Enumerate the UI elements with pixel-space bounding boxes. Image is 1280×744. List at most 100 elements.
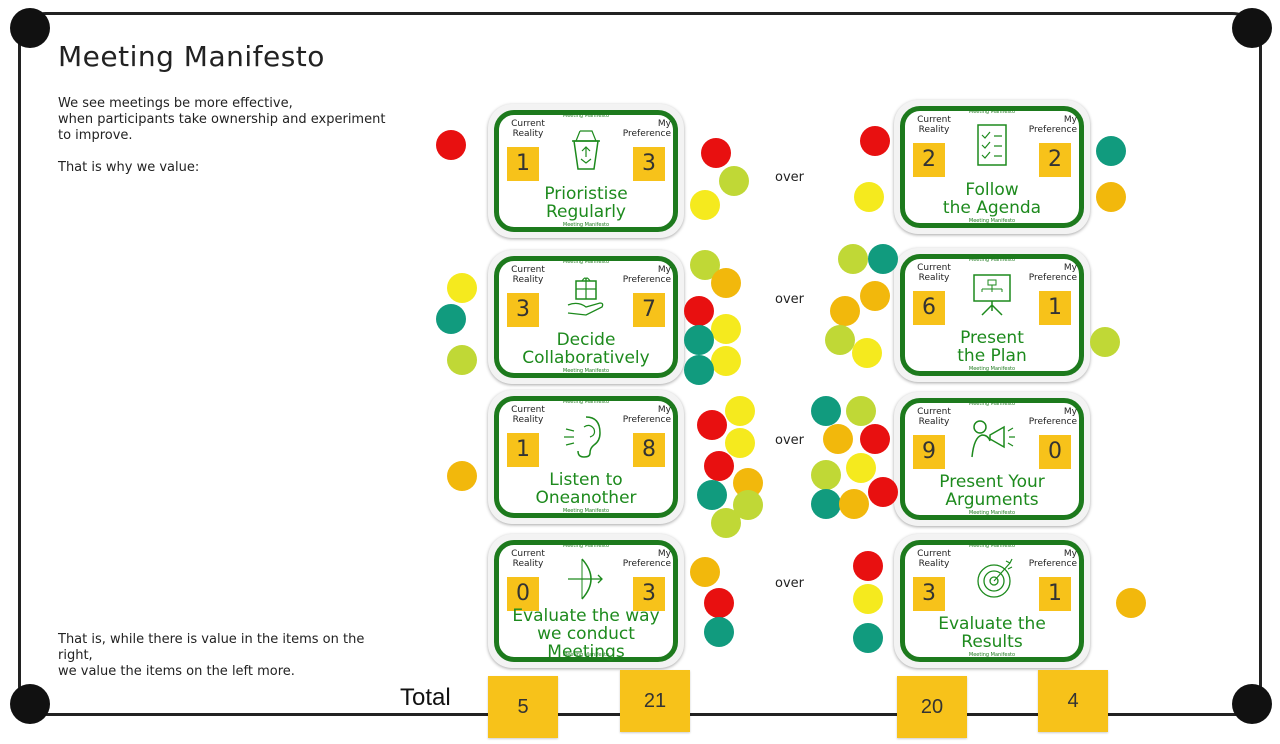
current-reality-score[interactable]: 3 (507, 293, 539, 327)
vote-dot-yellow[interactable] (711, 314, 741, 344)
vote-dot-red[interactable] (860, 424, 890, 454)
vote-dot-orange[interactable] (690, 557, 720, 587)
my-preference-score[interactable]: 8 (633, 433, 665, 467)
vote-dot-teal[interactable] (868, 244, 898, 274)
my-preference-score[interactable]: 2 (1039, 143, 1071, 177)
vote-dot-red[interactable] (697, 410, 727, 440)
my-preference-score[interactable]: 1 (1039, 291, 1071, 325)
current-reality-score[interactable]: 1 (507, 433, 539, 467)
corner-decoration (10, 8, 50, 48)
card-title: Present the Plan (957, 328, 1027, 366)
vote-dot-teal[interactable] (697, 480, 727, 510)
my-preference-score[interactable]: 0 (1039, 435, 1071, 469)
card-footer: Meeting Manifesto (562, 222, 610, 228)
vote-dot-orange[interactable] (1096, 182, 1126, 212)
vote-dot-orange[interactable] (860, 281, 890, 311)
current-reality-score[interactable]: 2 (913, 143, 945, 177)
my-preference-label: My Preference (622, 405, 671, 425)
card-evaluate-the-results[interactable]: Meeting Manifesto Current Reality My Pre… (894, 534, 1090, 668)
target-icon (977, 558, 1013, 598)
card-prioritise-regularly[interactable]: Meeting Manifesto Current Reality My Pre… (488, 104, 684, 238)
vote-dot-orange[interactable] (839, 489, 869, 519)
current-reality-label: Current Reality (511, 119, 545, 139)
vote-dot-lime[interactable] (838, 244, 868, 274)
total-right-current: 20 (897, 676, 967, 738)
vote-dot-red[interactable] (436, 130, 466, 160)
card-title: Evaluate the way we conduct Meetings (512, 606, 660, 662)
vote-dot-lime[interactable] (719, 166, 749, 196)
current-reality-score[interactable]: 6 (913, 291, 945, 325)
card-footer: Meeting Manifesto (562, 368, 610, 374)
vote-dot-teal[interactable] (684, 355, 714, 385)
vote-dot-red[interactable] (701, 138, 731, 168)
current-reality-label: Current Reality (511, 549, 545, 569)
current-reality-score[interactable]: 0 (507, 577, 539, 611)
vote-dot-teal[interactable] (811, 396, 841, 426)
vote-dot-yellow[interactable] (852, 338, 882, 368)
card-header: Meeting Manifesto (968, 401, 1016, 407)
vote-dot-lime[interactable] (811, 460, 841, 490)
vote-dot-lime[interactable] (447, 345, 477, 375)
current-reality-label: Current Reality (511, 405, 545, 425)
vote-dot-lime[interactable] (825, 325, 855, 355)
vote-dot-red[interactable] (704, 451, 734, 481)
card-title: Evaluate the Results (938, 614, 1046, 652)
my-preference-label: My Preference (1028, 549, 1077, 569)
card-footer: Meeting Manifesto (562, 652, 610, 658)
vote-dot-teal[interactable] (853, 623, 883, 653)
my-preference-score[interactable]: 3 (633, 147, 665, 181)
card-follow-the-agenda[interactable]: Meeting Manifesto Current Reality My Pre… (894, 100, 1090, 234)
recycle-bin-icon (572, 130, 600, 170)
card-footer: Meeting Manifesto (968, 510, 1016, 516)
vote-dot-yellow[interactable] (711, 346, 741, 376)
current-reality-label: Current Reality (917, 407, 951, 427)
vote-dot-yellow[interactable] (853, 584, 883, 614)
vote-dot-red[interactable] (684, 296, 714, 326)
megaphone-icon (971, 420, 1015, 458)
vote-dot-red[interactable] (853, 551, 883, 581)
vote-dot-yellow[interactable] (725, 428, 755, 458)
card-footer: Meeting Manifesto (562, 508, 610, 514)
bow-arrow-icon (568, 558, 603, 600)
vote-dot-yellow[interactable] (725, 396, 755, 426)
current-reality-score[interactable]: 9 (913, 435, 945, 469)
card-title: Follow the Agenda (942, 180, 1042, 218)
my-preference-label: My Preference (1028, 407, 1077, 427)
vote-dot-orange[interactable] (830, 296, 860, 326)
vote-dot-lime[interactable] (846, 396, 876, 426)
card-decide-collaboratively[interactable]: Meeting Manifesto Current Reality My Pre… (488, 250, 684, 384)
card-present-the-plan[interactable]: Meeting Manifesto Current Reality My Pre… (894, 248, 1090, 382)
vote-dot-yellow[interactable] (846, 453, 876, 483)
my-preference-label: My Preference (622, 265, 671, 285)
vote-dot-lime[interactable] (711, 508, 741, 538)
vote-dot-lime[interactable] (1090, 327, 1120, 357)
card-header: Meeting Manifesto (968, 543, 1016, 549)
intro-text: We see meetings be more effective, when … (58, 96, 386, 175)
vote-dot-teal[interactable] (436, 304, 466, 334)
vote-dot-red[interactable] (704, 588, 734, 618)
current-reality-score[interactable]: 3 (913, 577, 945, 611)
current-reality-score[interactable]: 1 (507, 147, 539, 181)
vote-dot-orange[interactable] (447, 461, 477, 491)
vote-dot-teal[interactable] (811, 489, 841, 519)
checklist-icon (977, 124, 1007, 166)
vote-dot-orange[interactable] (823, 424, 853, 454)
my-preference-score[interactable]: 3 (633, 577, 665, 611)
card-listen-to-oneanother[interactable]: Meeting Manifesto Current Reality My Pre… (488, 390, 684, 524)
vote-dot-orange[interactable] (711, 268, 741, 298)
card-header: Meeting Manifesto (562, 259, 610, 265)
vote-dot-red[interactable] (860, 126, 890, 156)
my-preference-score[interactable]: 7 (633, 293, 665, 327)
vote-dot-teal[interactable] (704, 617, 734, 647)
card-evaluate-the-way[interactable]: Meeting Manifesto Current Reality My Pre… (488, 534, 684, 668)
my-preference-label: My Preference (1028, 263, 1077, 283)
vote-dot-yellow[interactable] (690, 190, 720, 220)
vote-dot-teal[interactable] (684, 325, 714, 355)
vote-dot-yellow[interactable] (854, 182, 884, 212)
my-preference-score[interactable]: 1 (1039, 577, 1071, 611)
card-present-your-arguments[interactable]: Meeting Manifesto Current Reality My Pre… (894, 392, 1090, 526)
vote-dot-teal[interactable] (1096, 136, 1126, 166)
vote-dot-yellow[interactable] (447, 273, 477, 303)
vote-dot-red[interactable] (868, 477, 898, 507)
vote-dot-orange[interactable] (1116, 588, 1146, 618)
